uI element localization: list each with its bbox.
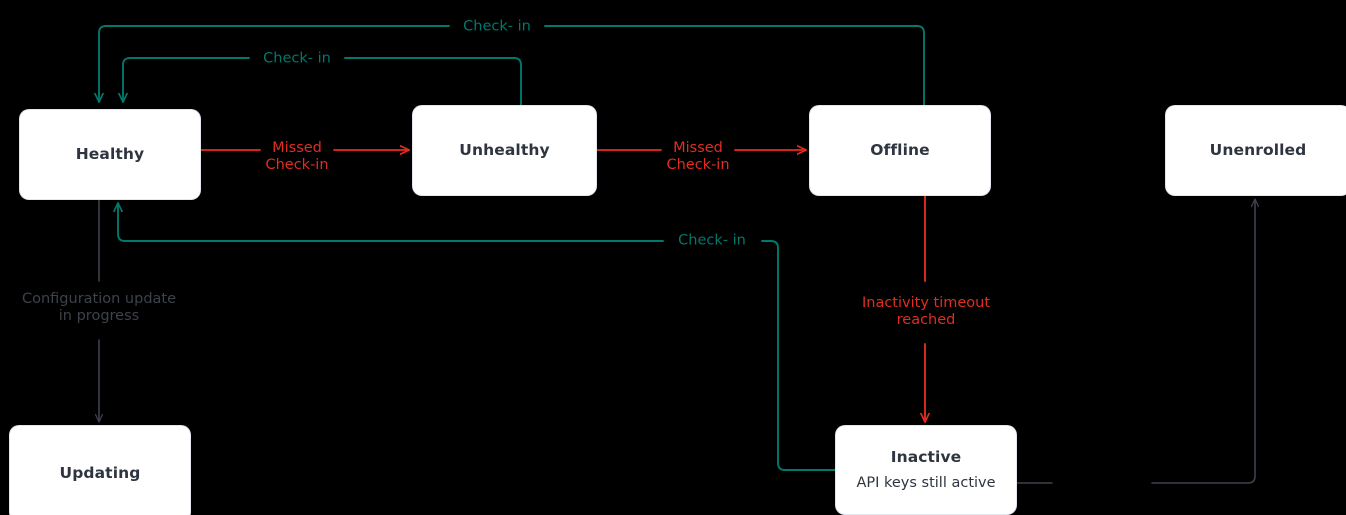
node-inactive-sublabel: API keys still active bbox=[856, 474, 996, 491]
node-unhealthy[interactable]: Unhealthy bbox=[413, 106, 596, 195]
edge-offline-to-healthy bbox=[99, 25, 925, 107]
node-inactive-label: Inactive bbox=[890, 448, 962, 467]
node-healthy-label: Healthy bbox=[75, 145, 145, 164]
node-offline[interactable]: Offline bbox=[810, 106, 990, 195]
edge-inactive-to-unenrolled bbox=[1015, 200, 1255, 484]
node-inactive[interactable]: Inactive API keys still active bbox=[836, 426, 1016, 514]
node-updating-label: Updating bbox=[59, 464, 141, 483]
node-unenrolled[interactable]: Unenrolled bbox=[1166, 106, 1346, 195]
node-offline-label: Offline bbox=[870, 141, 930, 160]
node-healthy[interactable]: Healthy bbox=[20, 110, 200, 199]
node-unenrolled-label: Unenrolled bbox=[1209, 141, 1307, 160]
edge-inactive-to-healthy bbox=[118, 204, 837, 471]
node-unhealthy-label: Unhealthy bbox=[459, 141, 550, 160]
edge-unhealthy-to-healthy bbox=[123, 57, 522, 107]
node-updating[interactable]: Updating bbox=[10, 426, 190, 515]
